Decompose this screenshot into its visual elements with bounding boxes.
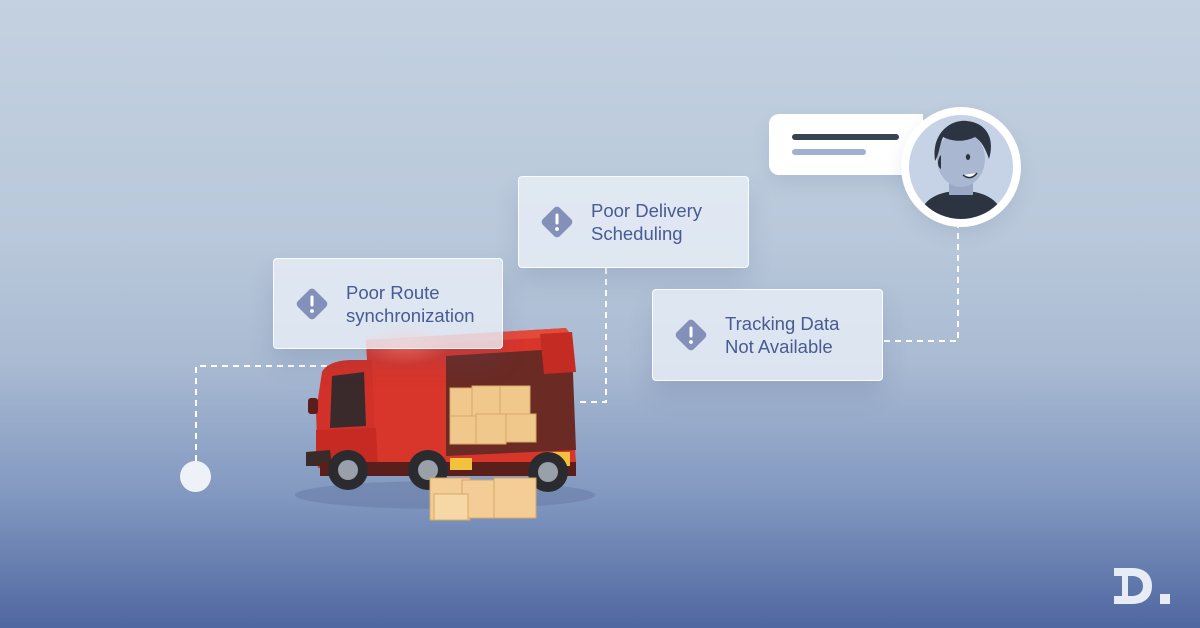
issue-label: Tracking Data Not Available xyxy=(725,312,839,358)
issue-label-line: synchronization xyxy=(346,304,475,326)
connector-scheduling xyxy=(576,268,607,403)
support-agent-avatar-icon xyxy=(909,115,1013,219)
issue-card-route: Poor Route synchronization xyxy=(273,258,503,349)
issue-label-line: Poor Route xyxy=(346,281,440,303)
issue-label-line: Scheduling xyxy=(591,223,683,244)
support-agent-avatar xyxy=(901,107,1021,227)
issue-label-line: Poor Delivery xyxy=(591,200,703,221)
cardboard-box-icon xyxy=(449,385,537,445)
warning-diamond-icon xyxy=(541,206,573,238)
chat-line-placeholder xyxy=(792,134,899,140)
issue-label: Poor Route synchronization xyxy=(346,281,475,327)
issue-card-tracking: Tracking Data Not Available xyxy=(652,289,883,381)
warning-diamond-icon xyxy=(675,319,707,351)
chat-line-placeholder xyxy=(792,149,866,155)
brand-logo-d-icon xyxy=(1114,568,1170,604)
issue-label-line: Tracking Data xyxy=(725,313,840,334)
issue-card-scheduling: Poor Delivery Scheduling xyxy=(518,176,749,268)
connector-start-node xyxy=(180,461,211,492)
issue-label-line: Not Available xyxy=(725,336,833,357)
issue-label: Poor Delivery Scheduling xyxy=(591,199,702,245)
connector-tracking xyxy=(884,226,959,342)
delivery-truck-icon xyxy=(306,325,576,492)
cardboard-box-icon xyxy=(429,477,537,521)
warning-diamond-icon xyxy=(296,288,328,319)
chat-bubble xyxy=(769,114,923,175)
